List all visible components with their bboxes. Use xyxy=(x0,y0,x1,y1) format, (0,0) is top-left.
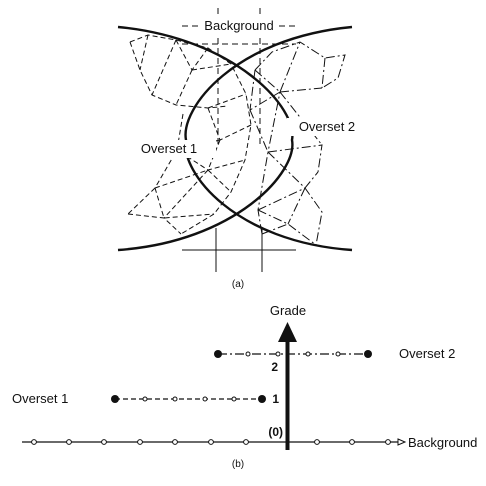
overset1-label-bg-a xyxy=(123,140,216,158)
background-label-b: Background xyxy=(408,435,477,450)
background-label-bg-a xyxy=(199,17,279,34)
overset1-label-a: Overset 1 xyxy=(141,141,197,156)
grade-axis xyxy=(285,340,290,450)
caption-b: (b) xyxy=(232,459,244,470)
caption-a: (a) xyxy=(232,279,244,290)
grade-1-label: 1 xyxy=(272,392,279,406)
grade-2-label: 2 xyxy=(271,360,278,374)
overset1-inner-nodes xyxy=(142,396,237,402)
grade-axis-label: Grade xyxy=(270,303,306,318)
panel-b xyxy=(22,322,407,450)
grade-0-label: (0) xyxy=(268,425,283,439)
overset2-mesh xyxy=(249,41,346,246)
overset1-boundary xyxy=(117,25,294,252)
overset1-mesh xyxy=(127,34,252,235)
overset2-inner-nodes xyxy=(245,351,341,357)
background-grid-bottom xyxy=(182,228,296,272)
overset1-end-node-right xyxy=(258,395,266,403)
overset2-label-b: Overset 2 xyxy=(399,346,455,361)
background-nodes xyxy=(31,439,391,445)
background-label-a: Background xyxy=(204,18,273,33)
overset2-end-node-right xyxy=(364,350,372,358)
overset1-end-node-left xyxy=(111,395,119,403)
background-line-arrowhead xyxy=(397,438,407,446)
overset2-label-bg-a xyxy=(287,118,369,136)
grade-axis-arrowhead xyxy=(278,322,297,342)
overset2-end-node-left xyxy=(214,350,222,358)
overset2-label-a: Overset 2 xyxy=(299,119,355,134)
overset1-label-b: Overset 1 xyxy=(12,391,68,406)
